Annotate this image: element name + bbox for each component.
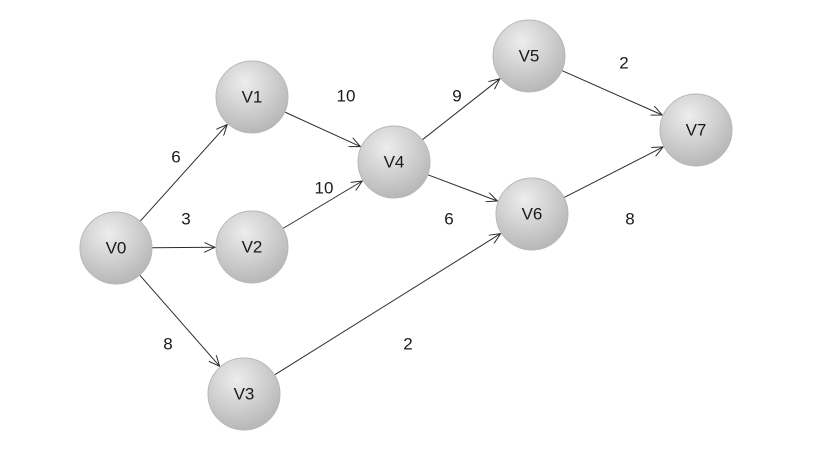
node-circle xyxy=(357,125,431,199)
edge-weight-v3-v6: 2 xyxy=(403,335,412,354)
edge-weight-v1-v4: 10 xyxy=(337,87,356,106)
edge-weight-v0-v2: 3 xyxy=(181,210,190,229)
edge-v0-v1 xyxy=(139,125,227,222)
edge-weight-v2-v4: 10 xyxy=(315,179,334,198)
edge-v3-v6 xyxy=(274,234,501,376)
node-v3: V3 xyxy=(207,357,281,431)
edge-weight-v6-v7: 8 xyxy=(625,210,634,229)
node-v7: V7 xyxy=(659,93,733,167)
node-circle xyxy=(659,93,733,167)
node-label: V5 xyxy=(519,47,540,66)
node-v6: V6 xyxy=(495,177,569,251)
node-label: V6 xyxy=(522,205,543,224)
node-circle xyxy=(207,357,281,431)
node-circle xyxy=(79,211,153,285)
node-v0: V0 xyxy=(79,211,153,285)
edge-weight-v4-v6: 6 xyxy=(444,210,453,229)
edge-v6-v7 xyxy=(563,147,663,199)
edge-v4-v6 xyxy=(427,174,498,201)
node-v1: V1 xyxy=(215,60,289,134)
node-label: V1 xyxy=(242,88,263,107)
edge-weight-v4-v5: 9 xyxy=(452,87,461,106)
edge-v2-v4 xyxy=(282,181,362,229)
node-v2: V2 xyxy=(215,210,289,284)
node-circle xyxy=(495,177,569,251)
node-label: V3 xyxy=(234,385,255,404)
node-circle xyxy=(215,210,289,284)
edge-weight-v5-v7: 2 xyxy=(619,54,628,73)
edge-v0-v3 xyxy=(139,274,220,366)
edge-weights-layer: 6 3 8 10 10 2 9 6 2 8 xyxy=(163,54,634,354)
node-v4: V4 xyxy=(357,125,431,199)
node-label: V0 xyxy=(106,239,127,258)
edge-weight-v0-v3: 8 xyxy=(163,335,172,354)
node-label: V4 xyxy=(384,153,405,172)
edge-v4-v5 xyxy=(421,79,500,141)
edges-layer xyxy=(139,70,663,376)
node-label: V2 xyxy=(242,238,263,257)
node-label: V7 xyxy=(686,121,707,140)
node-v5: V5 xyxy=(492,19,566,93)
edge-v5-v7 xyxy=(561,70,662,115)
node-circle xyxy=(215,60,289,134)
edge-v1-v4 xyxy=(284,111,361,147)
edge-weight-v0-v1: 6 xyxy=(171,148,180,167)
node-circle xyxy=(492,19,566,93)
